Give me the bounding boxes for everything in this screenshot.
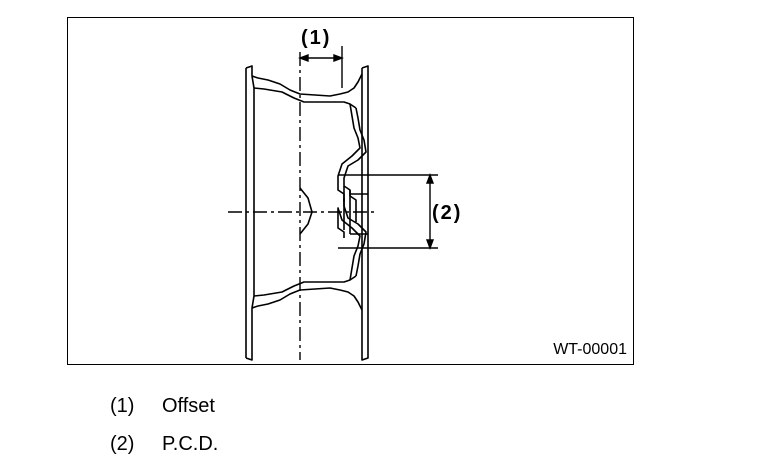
figure-id: WT-00001 xyxy=(553,341,627,358)
outer-flange xyxy=(245,65,255,361)
bore xyxy=(299,187,313,235)
callout-pcd: (2) xyxy=(432,202,463,224)
legend-label: P.C.D. xyxy=(162,433,219,455)
legend-num: (2) xyxy=(110,433,135,455)
rim-lower-inner xyxy=(253,275,357,297)
legend-label: Offset xyxy=(162,395,215,417)
wheel-diagram: (1) (2) WT-00001 xyxy=(67,17,634,365)
disc-lower-2 xyxy=(337,207,361,281)
legend-item-pcd: (2) P.C.D. xyxy=(110,433,218,456)
inner-flange xyxy=(361,65,369,361)
callout-offset: (1) xyxy=(301,27,332,49)
hub xyxy=(343,186,368,235)
legend-num: (1) xyxy=(110,395,135,417)
rim-upper-inner xyxy=(253,87,357,109)
rim-lower-outer xyxy=(251,287,363,311)
legend-item-offset: (1) Offset xyxy=(110,395,215,418)
disc-upper-2 xyxy=(337,103,361,202)
disc-lower xyxy=(343,198,367,277)
wheel-cross-section-drawing xyxy=(228,46,438,361)
rim-upper-outer xyxy=(251,73,363,97)
